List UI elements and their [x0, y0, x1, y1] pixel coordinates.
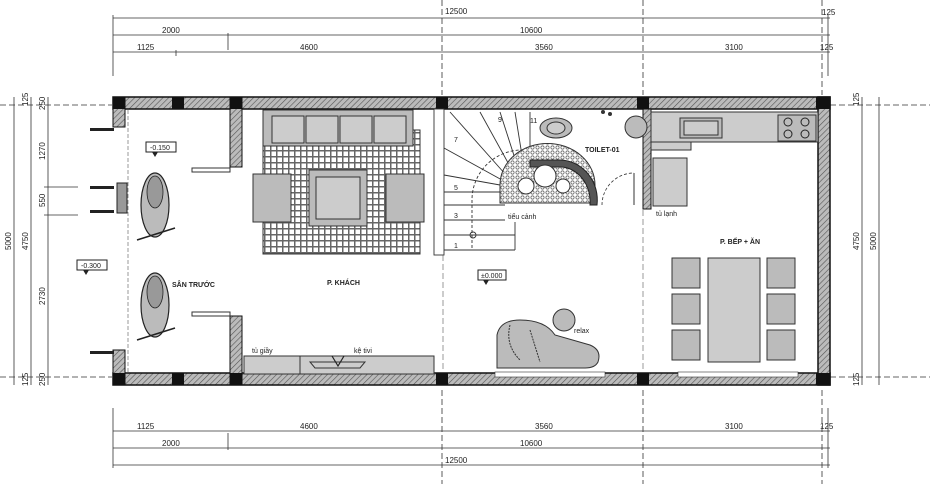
label-landscape: tiểu cảnh: [508, 213, 537, 221]
dim-left-125a: 125: [21, 92, 30, 106]
dim-bottom-3560: 3560: [535, 422, 553, 431]
label-tv-shelf: kệ tivi: [354, 348, 372, 355]
stair-step-9: 9: [498, 117, 502, 124]
dim-top-3560: 3560: [535, 43, 553, 52]
stair-step-3: 3: [454, 213, 458, 220]
top-dimensions: [112, 0, 830, 95]
stair-step-7: 7: [454, 137, 458, 144]
dim-right-4750: 4750: [852, 232, 861, 250]
dim-left-250b: 250: [38, 372, 47, 386]
dim-top-10600: 10600: [520, 26, 543, 35]
living-room-furniture: [243, 109, 435, 375]
dining-set: [671, 257, 796, 363]
right-dimensions: [830, 97, 930, 385]
dim-top-2000: 2000: [162, 26, 180, 35]
dim-left-4750: 4750: [21, 232, 30, 250]
level-marker-hall: [477, 269, 507, 285]
room-label-front-yard: SÂN TRƯỚC: [172, 280, 215, 289]
dim-bottom-3100: 3100: [725, 422, 743, 431]
dim-top-overall: 12500: [445, 7, 468, 16]
motorbike-icon: [136, 272, 176, 341]
dim-top-125a: 125: [822, 8, 836, 17]
dim-bottom-2000: 2000: [162, 439, 180, 448]
dim-left-2730: 2730: [38, 287, 47, 305]
front-gate: [90, 128, 128, 354]
kitchen-fixtures: [650, 111, 819, 207]
label-shoe-cabinet: tủ giầy: [252, 346, 273, 355]
label-fridge: tủ lạnh: [656, 210, 677, 218]
dim-left-550: 550: [38, 193, 47, 207]
dim-left-5000: 5000: [4, 232, 13, 250]
level-hall: ±0.000: [481, 273, 502, 280]
dim-right-5000: 5000: [869, 232, 878, 250]
dim-bottom-10600: 10600: [520, 439, 543, 448]
level-outside: -0.300: [81, 263, 101, 270]
dim-bottom-1125: 1125: [137, 422, 155, 431]
dim-left-250a: 250: [38, 96, 47, 110]
stair-step-11: 11: [530, 118, 537, 125]
dim-bottom-4600: 4600: [300, 422, 318, 431]
dim-left-1270: 1270: [38, 142, 47, 160]
level-marker-yard: [145, 141, 177, 157]
dim-right-125b: 125: [852, 372, 861, 386]
level-marker-outside: [76, 259, 108, 275]
label-relax: relax: [574, 328, 590, 335]
dim-top-4600: 4600: [300, 43, 318, 52]
relax-sofa: [496, 308, 600, 369]
bottom-dimensions: [112, 390, 830, 484]
yard-doors: [191, 167, 231, 317]
room-label-toilet: TOILET-01: [585, 147, 620, 154]
left-dimensions: [0, 97, 112, 385]
landscape-garden: [499, 142, 598, 206]
dim-left-125b: 125: [21, 372, 30, 386]
motorbike-icon: [136, 172, 176, 241]
level-yard: -0.150: [150, 145, 170, 152]
room-label-kitchen-dining: P. BẾP + ĂN: [720, 236, 760, 246]
stair-step-5: 5: [454, 185, 458, 192]
room-label-living: P. KHÁCH: [327, 278, 360, 287]
dim-bottom-125: 125: [820, 422, 834, 431]
dim-top-1125: 1125: [137, 43, 155, 52]
toilet-fixtures: [539, 110, 648, 206]
stair-step-1: 1: [454, 243, 458, 250]
dim-top-3100: 3100: [725, 43, 743, 52]
walls: [112, 96, 831, 386]
dim-right-125a: 125: [852, 92, 861, 106]
dim-top-125b: 125: [820, 43, 834, 52]
dim-bottom-overall: 12500: [445, 456, 468, 465]
